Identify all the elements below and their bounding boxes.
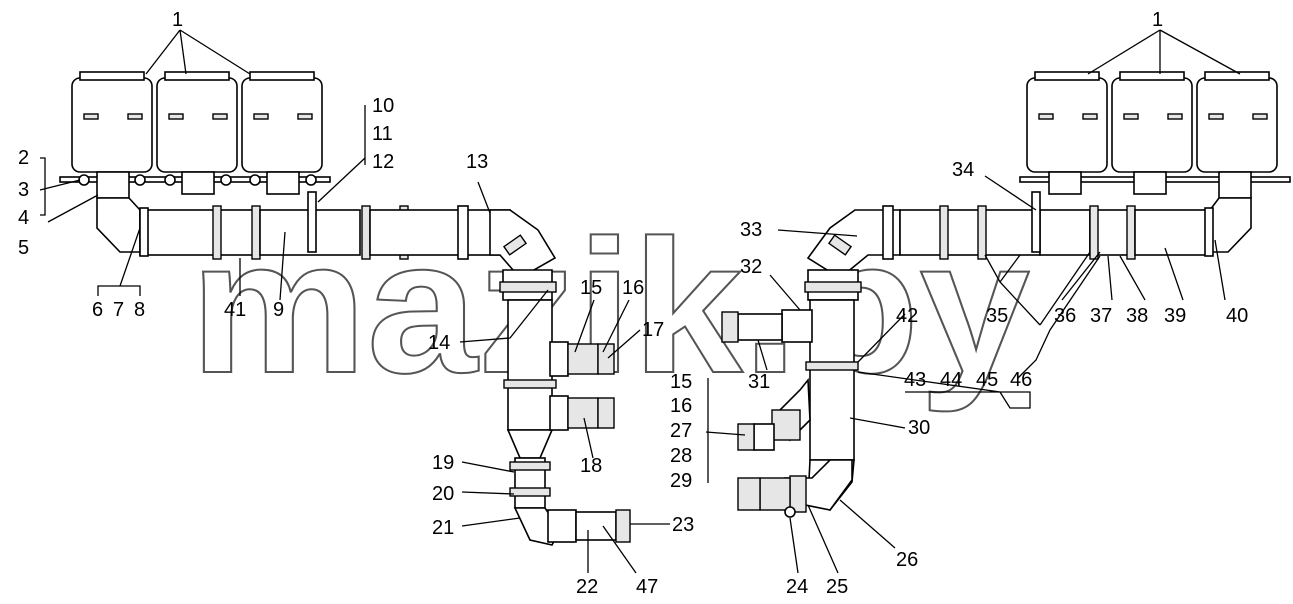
left-intake-manifold <box>96 191 557 280</box>
callout-36: 36 <box>1054 305 1076 327</box>
callout-43: 43 <box>904 369 926 391</box>
callout-30: 30 <box>908 417 930 439</box>
callout-4: 4 <box>18 207 29 229</box>
callout-33: 33 <box>740 219 762 241</box>
callout-12: 12 <box>372 151 394 173</box>
callout-16-right: 16 <box>670 395 692 417</box>
callout-37: 37 <box>1090 305 1112 327</box>
callout-20: 20 <box>432 483 454 505</box>
right-intake-manifold <box>806 191 1252 279</box>
callout-21: 21 <box>432 517 454 539</box>
callout-41: 41 <box>224 299 246 321</box>
callout-45: 45 <box>976 369 998 391</box>
callout-19: 19 <box>432 452 454 474</box>
callout-28: 28 <box>670 445 692 467</box>
right-air-filters <box>1019 71 1291 199</box>
callout-6: 6 <box>92 299 103 321</box>
callout-7: 7 <box>113 299 124 321</box>
leader-lines <box>39 29 1241 574</box>
callout-22: 22 <box>576 576 598 598</box>
callout-5: 5 <box>18 237 29 259</box>
callout-25: 25 <box>826 576 848 598</box>
callout-23: 23 <box>672 514 694 536</box>
callout-38: 38 <box>1126 305 1148 327</box>
left-air-filters <box>59 71 331 199</box>
callout-44: 44 <box>940 369 962 391</box>
callout-29: 29 <box>670 470 692 492</box>
right-vertical-duct <box>721 269 862 518</box>
callout-3: 3 <box>18 179 29 201</box>
callout-39: 39 <box>1164 305 1186 327</box>
callout-16-left: 16 <box>622 277 644 299</box>
callout-42: 42 <box>896 305 918 327</box>
callout-10: 10 <box>372 95 394 117</box>
callout-1-right: 1 <box>1152 9 1163 31</box>
callout-15-right: 15 <box>670 371 692 393</box>
callout-27: 27 <box>670 420 692 442</box>
callout-26: 26 <box>896 549 918 571</box>
callout-24: 24 <box>786 576 808 598</box>
callout-34: 34 <box>952 159 974 181</box>
callout-14: 14 <box>428 332 450 354</box>
callout-13: 13 <box>466 151 488 173</box>
callout-35: 35 <box>986 305 1008 327</box>
callout-31: 31 <box>748 371 770 393</box>
callout-47: 47 <box>636 576 658 598</box>
callout-40: 40 <box>1226 305 1248 327</box>
callout-9: 9 <box>273 299 284 321</box>
callout-8: 8 <box>134 299 145 321</box>
callout-labels: 1 1 2 3 4 5 6 7 8 9 10 11 12 13 14 15 16… <box>18 9 1248 598</box>
callout-17: 17 <box>642 319 664 341</box>
callout-2: 2 <box>18 147 29 169</box>
callout-18: 18 <box>580 455 602 477</box>
callout-46: 46 <box>1010 369 1032 391</box>
callout-1-left: 1 <box>172 9 183 31</box>
callout-11: 11 <box>372 123 393 145</box>
callout-32: 32 <box>740 256 762 278</box>
callout-15-left: 15 <box>580 277 602 299</box>
